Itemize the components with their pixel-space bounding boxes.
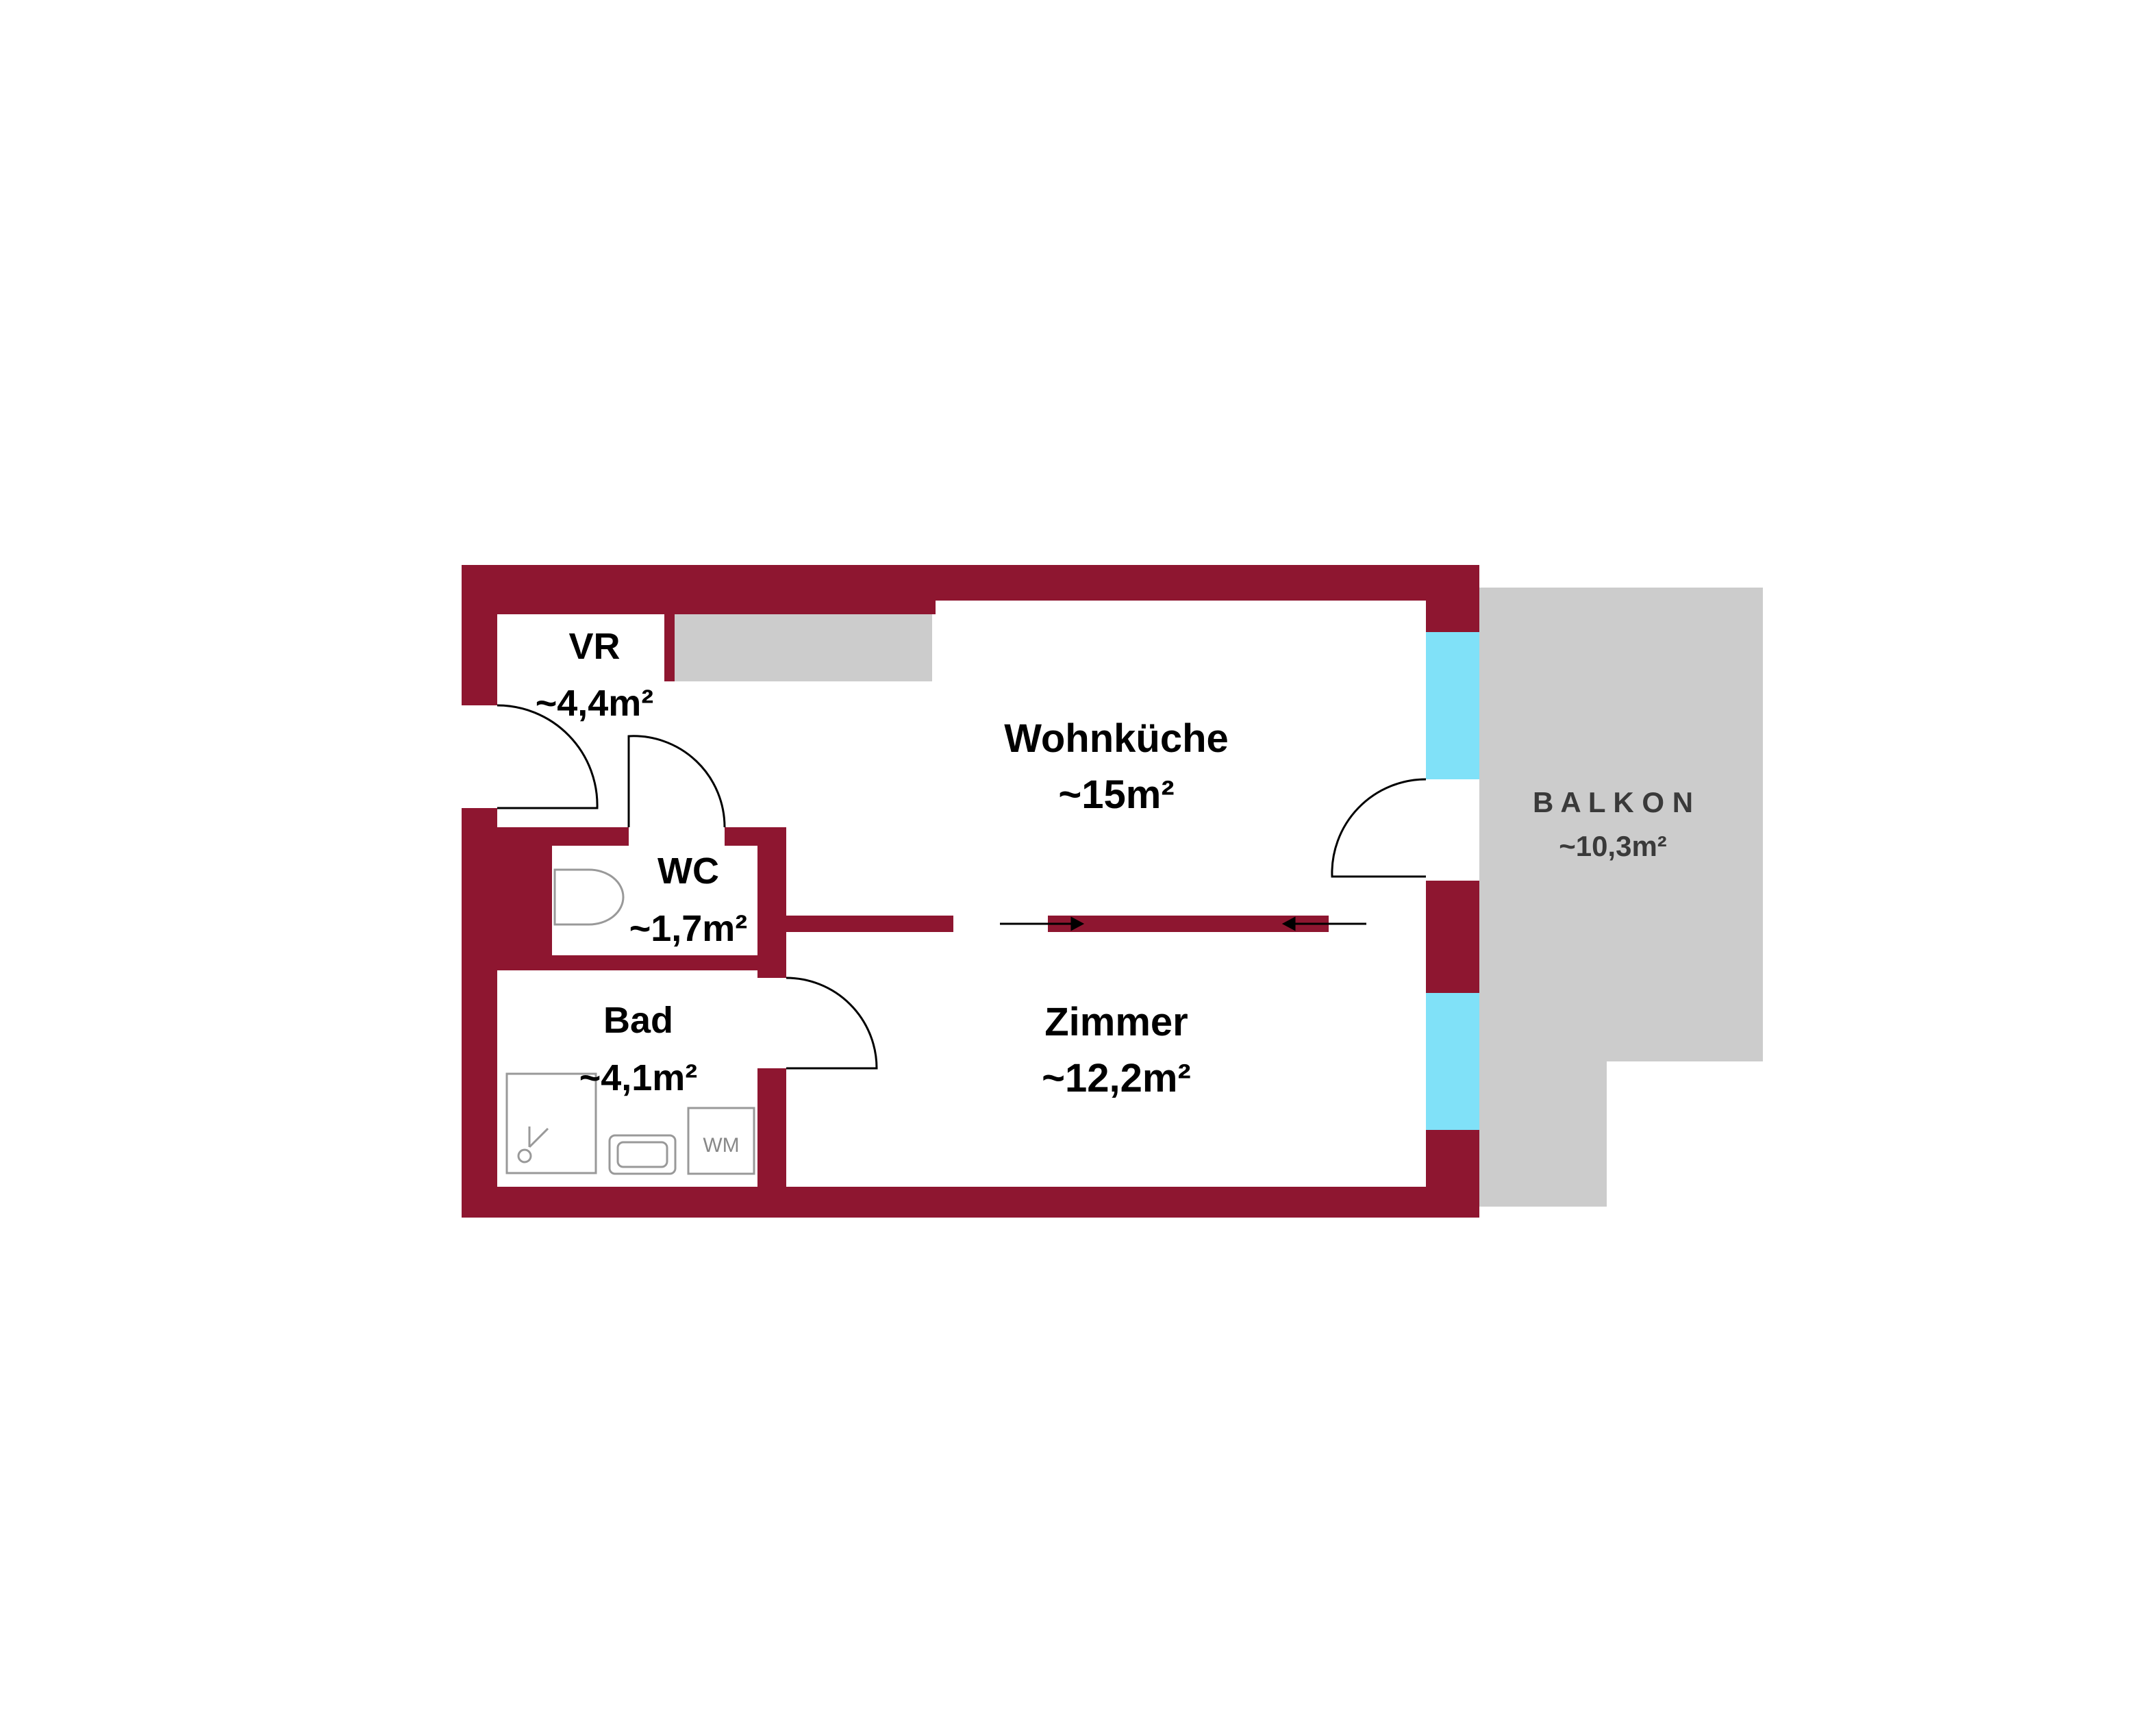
storage-niche — [675, 613, 932, 681]
toilet-icon — [553, 868, 625, 926]
wall-wc-bottom — [497, 955, 786, 970]
room-name-balkon: B A L K O N — [1533, 786, 1693, 818]
balcony-area-lower — [1479, 1055, 1607, 1207]
room-name-zimmer: Zimmer — [1044, 1000, 1188, 1044]
washing-machine-icon — [687, 1107, 755, 1175]
room-name-wc: WC — [657, 851, 719, 892]
sliding-door-arrow-icon — [1000, 916, 1366, 931]
shower-icon — [505, 1072, 597, 1174]
wall-left-lower — [462, 808, 497, 1218]
wc-door — [627, 735, 726, 828]
room-name-bad: Bad — [603, 1000, 673, 1041]
wall-vr-storage — [664, 613, 675, 681]
wall-left-upper — [462, 565, 497, 705]
room-area-wohnkueche: ~15m² — [1058, 772, 1174, 817]
window-lower — [1426, 993, 1479, 1130]
sink-icon — [608, 1134, 677, 1175]
balcony-area-upper — [1479, 588, 1763, 1061]
fixtures — [505, 868, 755, 1175]
room-area-wc: ~1,7m² — [629, 908, 748, 949]
walls — [462, 565, 1479, 1218]
wall-top-thick — [462, 565, 936, 614]
windows — [1426, 632, 1479, 1130]
wall-right-top — [1426, 565, 1479, 632]
room-area-zimmer: ~12,2m² — [1042, 1056, 1191, 1100]
wall-bottom — [462, 1187, 1479, 1218]
wall-bad-right — [757, 1068, 786, 1218]
window-upper — [1426, 632, 1479, 779]
room-area-bad: ~4,1m² — [579, 1057, 698, 1098]
room-name-wohnkueche: Wohnküche — [1004, 716, 1229, 761]
sliding-door-panel — [1048, 916, 1329, 932]
room-area-vr: ~4,4m² — [536, 683, 654, 724]
wall-right-mid — [1426, 881, 1479, 993]
doors — [497, 704, 1427, 1070]
wall-wc-right — [757, 827, 786, 978]
balcony — [1479, 588, 1763, 1207]
room-name-vr: VR — [568, 626, 620, 667]
entrance-door — [497, 704, 599, 809]
wall-wc-left — [497, 827, 552, 959]
wall-right-bottom — [1426, 1130, 1479, 1218]
washing-machine-label: WM — [703, 1134, 739, 1157]
balcony-door — [1331, 778, 1427, 878]
room-area-balkon: ~10,3m² — [1559, 830, 1667, 862]
bad-door — [786, 977, 878, 1070]
wall-partition — [786, 916, 953, 932]
